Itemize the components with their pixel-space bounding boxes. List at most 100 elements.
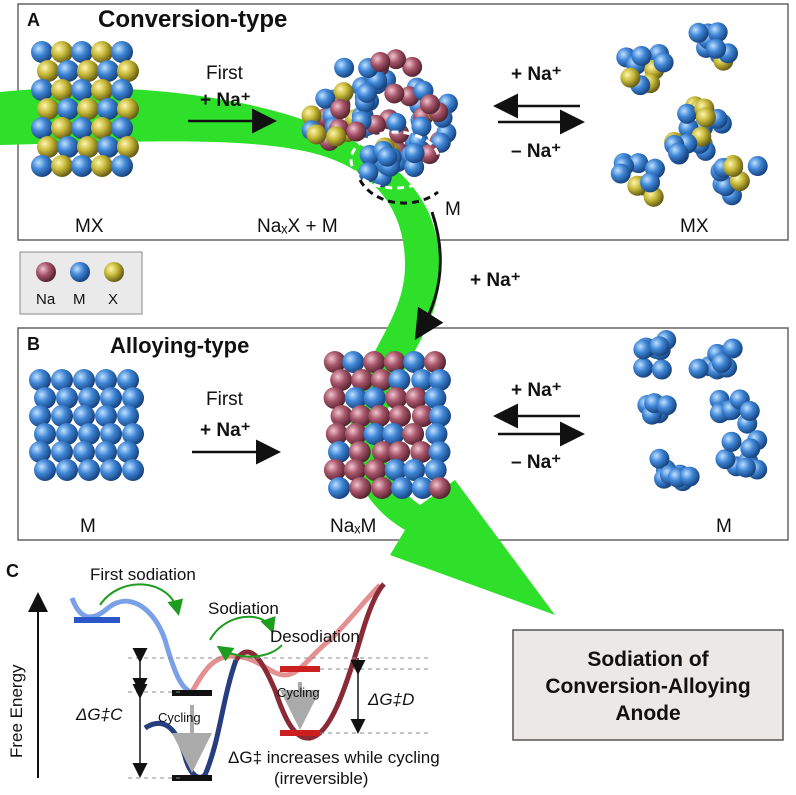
- m-atom: [31, 155, 53, 177]
- m-atom: [117, 369, 139, 391]
- m-atom: [633, 357, 654, 378]
- x-atom: [91, 117, 113, 139]
- green-flow-band: [0, 87, 555, 615]
- m-atom: [722, 338, 743, 359]
- label-m-a: M: [445, 199, 461, 220]
- panel-a-rev-bottom: – Na⁺: [511, 141, 561, 162]
- dgc-label: ΔG‡C: [75, 705, 123, 724]
- label-m-right-b: M: [716, 516, 732, 537]
- x-atom: [723, 156, 744, 177]
- na-atom: [363, 351, 386, 373]
- x-atom: [695, 107, 716, 128]
- mx-fragments-right: [610, 22, 768, 207]
- m-atom: [51, 405, 73, 427]
- m-atom: [71, 79, 93, 101]
- note-line2: (irreversible): [274, 769, 368, 788]
- m-highlight-black: [358, 179, 439, 205]
- x-atom: [333, 82, 354, 103]
- m-atom: [404, 143, 425, 164]
- panel-b-first-label: First: [206, 389, 244, 410]
- m-atom: [740, 438, 761, 459]
- m-atom: [403, 459, 426, 481]
- m-atom: [688, 358, 709, 379]
- m-atom: [706, 38, 727, 59]
- m-atom: [411, 116, 432, 137]
- na-atom: [383, 351, 406, 373]
- na-atom: [371, 477, 394, 499]
- m-atom: [95, 405, 117, 427]
- m-atom: [707, 22, 728, 43]
- x-atom: [117, 136, 139, 158]
- na-atom: [349, 405, 372, 427]
- m-atom: [97, 60, 119, 82]
- m-atom: [97, 136, 119, 158]
- m-atom: [122, 423, 144, 445]
- panel-b-first-na: + Na⁺: [200, 420, 251, 441]
- m-atom: [122, 387, 144, 409]
- m-atom: [56, 387, 78, 409]
- desodiation-label: Desodiation: [270, 627, 360, 646]
- m-atom: [344, 387, 367, 409]
- summary-line2: Conversion-Alloying: [545, 675, 750, 698]
- na-atom: [419, 94, 440, 115]
- na-atom: [388, 405, 411, 427]
- x-atom: [117, 60, 139, 82]
- level-bar-black-upper: [172, 690, 212, 696]
- m-atom: [122, 459, 144, 481]
- first-sodiation-curve: [69, 597, 193, 695]
- m-atom: [363, 423, 386, 445]
- na-atom: [405, 387, 428, 409]
- m-atom: [78, 459, 100, 481]
- m-atom: [95, 369, 117, 391]
- first-sodiation-label: First sodiation: [90, 565, 196, 584]
- m-atom: [739, 400, 760, 421]
- m-atom: [73, 405, 95, 427]
- m-atom: [111, 117, 133, 139]
- na-atom: [371, 441, 394, 463]
- level-bar-red-upper: [280, 666, 320, 672]
- note-line1: ΔG‡ increases while cycling: [228, 748, 440, 767]
- label-mx-left: MX: [75, 216, 104, 237]
- m-atom: [34, 459, 56, 481]
- panel-a-rev-top: + Na⁺: [511, 64, 562, 85]
- m-atom: [388, 369, 411, 391]
- panel-a-letter: A: [27, 10, 40, 30]
- m-atom: [656, 395, 677, 416]
- legend-x-label: X: [108, 291, 118, 308]
- m-atom: [688, 22, 709, 43]
- m-atom: [71, 117, 93, 139]
- na-atom: [388, 441, 411, 463]
- m-atom: [100, 423, 122, 445]
- panel-a-title: Conversion-type: [98, 6, 287, 33]
- m-atom: [610, 163, 631, 184]
- m-atom: [425, 423, 448, 445]
- m-highlight-white: [349, 130, 441, 190]
- first-sodiation-arrow: [99, 583, 184, 616]
- na-atom: [364, 459, 387, 481]
- m-atom: [356, 82, 377, 103]
- label-naxx-m: NaₓX + M: [257, 216, 338, 237]
- m-atom: [428, 441, 451, 463]
- x-atom: [51, 117, 73, 139]
- m-atom: [386, 112, 407, 133]
- m-atom: [377, 146, 398, 167]
- m-atom: [100, 459, 122, 481]
- sodiation-label: Sodiation: [208, 599, 279, 618]
- label-mx-right: MX: [680, 216, 709, 237]
- m-atom: [71, 155, 93, 177]
- label-m-left-b: M: [80, 516, 96, 537]
- dgd-label: ΔG‡D: [367, 690, 414, 709]
- x-atom: [306, 124, 327, 145]
- level-bar-black-lower: [172, 775, 212, 781]
- panel-b-letter: B: [27, 334, 40, 354]
- m-atom: [428, 405, 451, 427]
- x-atom: [51, 41, 73, 63]
- m-atom: [34, 387, 56, 409]
- m-atom: [78, 423, 100, 445]
- na-atom: [411, 405, 434, 427]
- na-atom: [385, 49, 406, 70]
- panel-a-first-na: + Na⁺: [200, 90, 251, 111]
- m-atom: [631, 45, 652, 66]
- na-atom: [402, 56, 423, 77]
- m-atom: [34, 423, 56, 445]
